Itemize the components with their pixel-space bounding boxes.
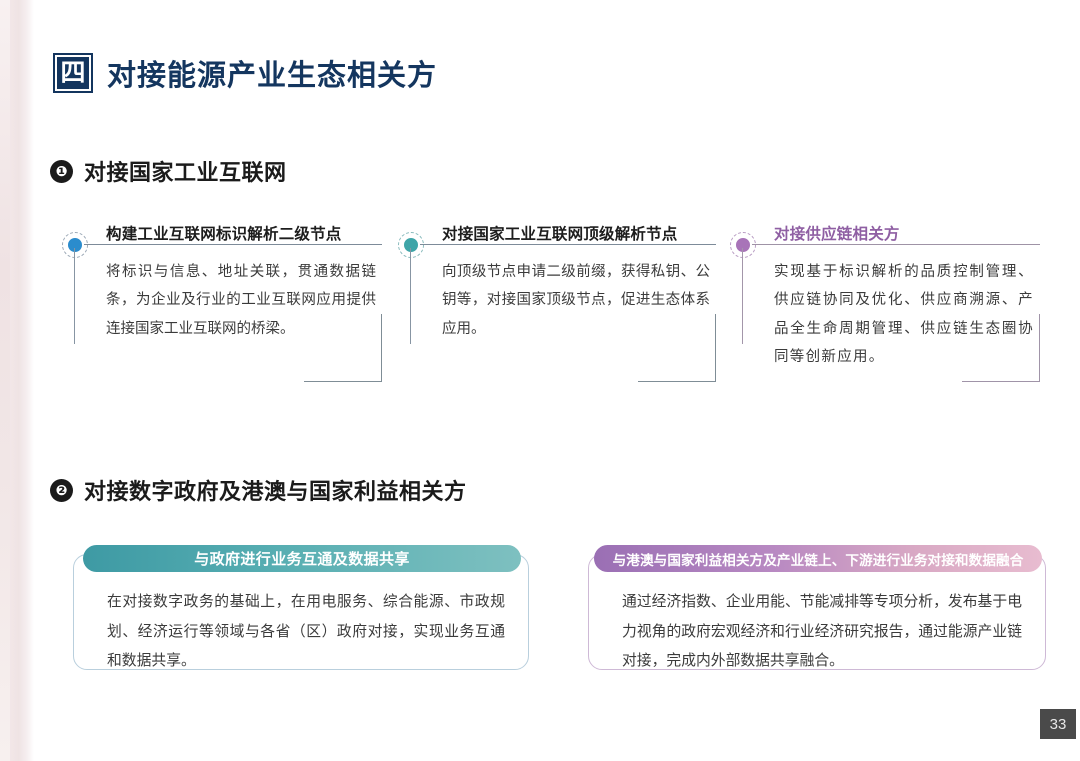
left-edge-gradient-inner xyxy=(0,0,10,761)
card-title-1: 构建工业互联网标识解析二级节点 xyxy=(106,226,342,243)
section-marker-1: ❶ xyxy=(50,159,73,183)
node-dot-marker-1 xyxy=(62,232,88,258)
bracket-card-1: 构建工业互联网标识解析二级节点 将标识与信息、地址关联，贯通数据链条，为企业及行… xyxy=(62,222,382,382)
bracket-card-3: 对接供应链相关方 实现基于标识解析的品质控制管理、供应链协同及优化、供应商溯源、… xyxy=(730,222,1040,382)
panel-pill-label-right: 与港澳与国家利益相关方及产业链上、下游进行业务对接和数据融合 xyxy=(594,545,1042,572)
panel-pill-label-left: 与政府进行业务互通及数据共享 xyxy=(83,545,521,572)
card-title-2: 对接国家工业互联网顶级解析节点 xyxy=(442,226,678,243)
card-corner-bracket-2 xyxy=(638,314,716,382)
card-body-3: 实现基于标识解析的品质控制管理、供应链协同及优化、供应商溯源、产品全生命周期管理… xyxy=(774,264,1034,365)
card-stem-3 xyxy=(742,248,744,344)
card-underline-2 xyxy=(420,244,716,246)
page-title-row: 四 对接能源产业生态相关方 xyxy=(53,52,437,94)
card-body-2: 向顶级节点申请二级前缀，获得私钥、公钥等，对接国家顶级节点，促进生态体系应用。 xyxy=(442,264,710,337)
panel-outline-left xyxy=(73,554,529,670)
info-panel-right: 与港澳与国家利益相关方及产业链上、下游进行业务对接和数据融合 通过经济指数、企业… xyxy=(588,545,1046,670)
card-underline-3 xyxy=(752,244,1040,246)
section-numeral-badge: 四 xyxy=(53,53,93,93)
card-title-3: 对接供应链相关方 xyxy=(774,226,900,243)
section-title-2: 对接数字政府及港澳与国家利益相关方 xyxy=(84,479,467,504)
info-panel-left: 与政府进行业务互通及数据共享 在对接数字政务的基础上，在用电服务、综合能源、市政… xyxy=(73,545,529,670)
section-header-1: ❶ 对接国家工业互联网 xyxy=(50,155,287,187)
section-title-1: 对接国家工业互联网 xyxy=(84,160,287,185)
card-stem-1 xyxy=(74,248,76,344)
bracket-card-2: 对接国家工业互联网顶级解析节点 向顶级节点申请二级前缀，获得私钥、公钥等，对接国… xyxy=(398,222,716,382)
panel-body-left: 在对接数字政务的基础上，在用电服务、综合能源、市政规划、经济运行等领域与各省（区… xyxy=(107,594,505,670)
panel-outline-right xyxy=(588,554,1046,670)
card-body-1: 将标识与信息、地址关联，贯通数据链条，为企业及行业的工业互联网应用提供连接国家工… xyxy=(106,264,376,337)
card-underline-1 xyxy=(84,244,382,246)
page-number-badge: 33 xyxy=(1040,709,1076,739)
section-header-2: ❷ 对接数字政府及港澳与国家利益相关方 xyxy=(50,474,467,506)
card-stem-2 xyxy=(410,248,412,344)
page-title: 对接能源产业生态相关方 xyxy=(107,60,438,92)
card-corner-bracket-1 xyxy=(304,314,382,382)
card-corner-bracket-3 xyxy=(962,314,1040,382)
section-marker-2: ❷ xyxy=(50,478,73,502)
panel-body-right: 通过经济指数、企业用能、节能减排等专项分析，发布基于电力视角的政府宏观经济和行业… xyxy=(622,594,1022,670)
